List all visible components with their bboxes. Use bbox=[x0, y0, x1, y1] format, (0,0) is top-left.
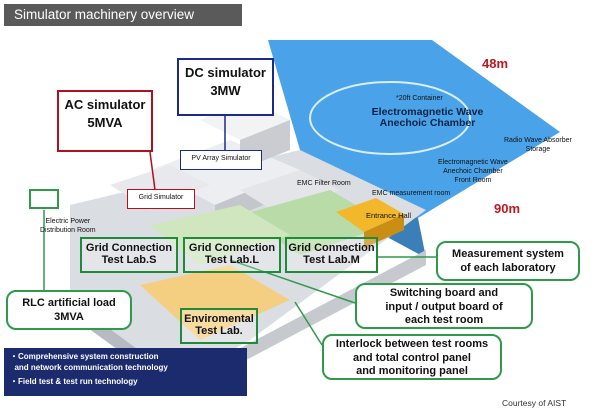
tech-item2: ・Field test & test run technology bbox=[10, 377, 138, 386]
switching-line1: Switching board and bbox=[389, 287, 499, 299]
lab-m-line2: Test Lab.M bbox=[303, 254, 360, 266]
switching-line3: each test room bbox=[404, 314, 484, 326]
upper-block-6 bbox=[240, 170, 340, 215]
rlc-line1: RLC artificial load bbox=[22, 297, 116, 309]
env-lab-line2: Test Lab. bbox=[195, 325, 243, 337]
radio-storage-line2: Storage bbox=[525, 146, 551, 153]
switching-line2: input / output board of bbox=[385, 300, 503, 313]
grid-simulator-label: Grid Simulator bbox=[127, 189, 195, 209]
lab-l-line1: Grid Connection bbox=[188, 242, 276, 254]
ac-simulator-rating: 5MVA bbox=[87, 115, 123, 130]
front-room-line3: Front Room bbox=[454, 177, 492, 184]
environmental-lab-box: Enviromental Test Lab. bbox=[180, 308, 258, 344]
env-lab-zone bbox=[140, 265, 290, 340]
lab-s-box: Grid Connection Test Lab.S bbox=[80, 237, 178, 273]
ac-simulator-title: AC simulator bbox=[64, 97, 146, 112]
switching-board-callout: Switching board and input / output board… bbox=[355, 283, 533, 329]
pv-array-simulator-label: PV Array Simulator bbox=[180, 150, 262, 170]
power-distribution-room-label: Electric Power Distribution Room bbox=[40, 217, 96, 235]
interlock-line3: and monitoring panel bbox=[356, 365, 468, 377]
front-room-line2: Anechoic Chamber bbox=[443, 168, 503, 175]
switching-pointer-line bbox=[229, 259, 356, 304]
env-lab-line1: Enviromental bbox=[184, 313, 254, 325]
ac-pointer-line bbox=[149, 151, 156, 191]
measurement-line1: Measurement system bbox=[452, 248, 564, 260]
lab-m-box: Grid Connection Test Lab.M bbox=[285, 237, 378, 273]
lab-s-line2: Test Lab.S bbox=[101, 254, 157, 266]
lab-zone-green-2 bbox=[150, 205, 290, 265]
chamber-front-room-label: Electromagnetic Wave Anechoic Chamber Fr… bbox=[438, 158, 508, 185]
measurement-line2: of each laboratory bbox=[460, 262, 556, 274]
interlock-callout: Interlock between test rooms and total c… bbox=[322, 334, 502, 380]
interlock-line2: and total control panel bbox=[353, 351, 471, 364]
width-dimension-label: 48m bbox=[482, 56, 509, 71]
tech-item1-line1: ・Comprehensive system construction bbox=[10, 352, 159, 361]
credit-label: Courtesy of AIST bbox=[502, 398, 567, 408]
ac-simulator-callout: AC simulator 5MVA bbox=[57, 90, 153, 152]
dc-simulator-callout: DC simulator 3MW bbox=[177, 58, 274, 116]
technology-box: ・Comprehensive system construction and n… bbox=[4, 348, 247, 396]
page-title: Simulator machinery overview bbox=[4, 4, 242, 26]
chamber-ring bbox=[309, 81, 471, 155]
container-label: *20ft Container bbox=[396, 95, 443, 102]
em-chamber-line1: Electromagnetic Wave bbox=[371, 106, 484, 118]
lab-s-line1: Grid Connection bbox=[85, 242, 173, 254]
depth-dimension-label: 90m bbox=[494, 201, 521, 216]
radio-absorber-storage-label: Radio Wave Absorber Storage bbox=[504, 136, 572, 154]
emc-measurement-room-label: EMC measurement room bbox=[372, 190, 451, 197]
lab-l-line2: Test Lab.L bbox=[204, 254, 260, 266]
entrance-hall-zone bbox=[336, 198, 404, 232]
dc-simulator-title: DC simulator bbox=[185, 65, 266, 80]
power-dist-line1: Electric Power bbox=[45, 218, 91, 225]
power-dist-line2: Distribution Room bbox=[40, 227, 96, 234]
rlc-line2: 3MVA bbox=[54, 311, 84, 323]
front-room-line1: Electromagnetic Wave bbox=[438, 159, 508, 166]
interlock-line1: Interlock between test rooms bbox=[335, 338, 489, 350]
dc-simulator-rating: 3MW bbox=[210, 83, 241, 98]
radio-storage-line1: Radio Wave Absorber bbox=[504, 137, 572, 144]
interlock-pointer-line bbox=[294, 301, 323, 346]
entrance-hall-face bbox=[364, 214, 404, 248]
emc-filter-room-label: EMC Filter Room bbox=[297, 180, 351, 187]
tech-item1-line2: and network communication technology bbox=[10, 363, 168, 372]
entrance-hall-label: Entrance Hall bbox=[366, 211, 412, 220]
em-chamber-line2: Anechoic Chamber bbox=[379, 117, 476, 129]
rlc-load-callout: RLC artificial load 3MVA bbox=[6, 290, 132, 330]
measurement-system-callout: Measurement system of each laboratory bbox=[436, 241, 580, 281]
lab-m-line1: Grid Connection bbox=[288, 242, 375, 254]
rlc-load-marker bbox=[29, 189, 59, 209]
em-chamber-label: Electromagnetic Wave Anechoic Chamber bbox=[355, 107, 500, 129]
lab-l-box: Grid Connection Test Lab.L bbox=[183, 237, 281, 273]
